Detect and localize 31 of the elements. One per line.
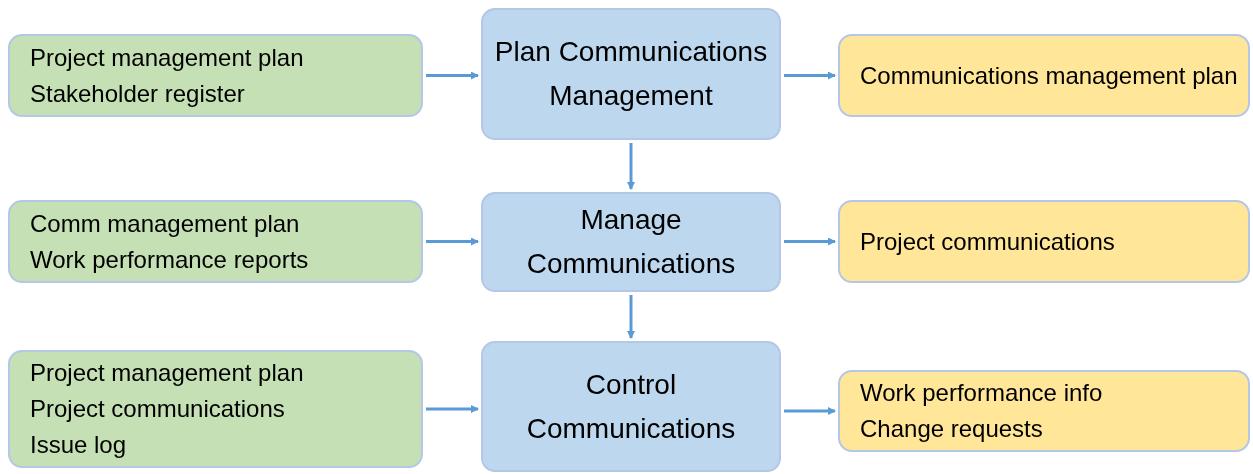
node-text: Project communications <box>860 226 1115 257</box>
arrow <box>627 143 635 190</box>
arrow <box>784 71 836 80</box>
arrow <box>627 295 635 339</box>
node-text: Project communications <box>30 394 285 424</box>
input-box <box>8 350 423 468</box>
node-text: Control Communications <box>525 367 737 446</box>
node-text: Project management plan <box>30 358 304 388</box>
node-text: Communications management plan <box>860 60 1238 91</box>
arrow <box>426 405 479 413</box>
process-box <box>481 8 781 140</box>
process-box <box>481 192 781 292</box>
node-text: Work performance info <box>860 378 1103 408</box>
input-box <box>8 200 423 283</box>
node-text: Stakeholder register <box>30 78 245 109</box>
node-text: Comm management plan <box>30 208 300 239</box>
process-box <box>481 341 781 472</box>
node-text: Issue log <box>30 430 127 460</box>
output-box <box>838 370 1250 452</box>
arrow <box>426 71 479 80</box>
arrow <box>784 237 836 246</box>
node-text: Project management plan <box>30 42 304 73</box>
node-text: Change requests <box>860 414 1043 444</box>
input-box <box>8 34 423 117</box>
arrow <box>784 407 836 415</box>
arrow <box>426 237 479 246</box>
output-box <box>838 34 1250 117</box>
node-text: Manage Communications <box>525 203 737 281</box>
node-text: Plan Communications Management <box>493 35 769 113</box>
node-text: Work performance reports <box>30 244 309 275</box>
output-box <box>838 200 1250 283</box>
